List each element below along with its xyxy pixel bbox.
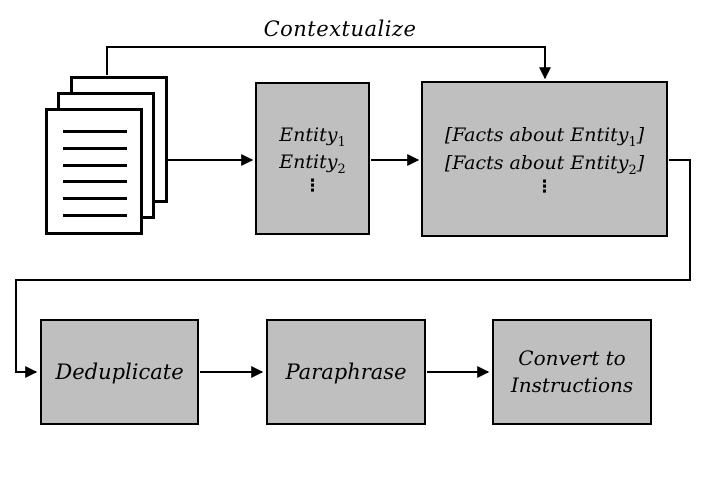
facts-line-1: [Facts about Entity1] — [444, 124, 645, 150]
document-page-front — [45, 108, 143, 235]
contextualize-label: Contextualize — [263, 17, 417, 41]
entities-box: Entity1 Entity2 ⋮ — [255, 82, 370, 235]
entities-ellipsis: ⋮ — [304, 175, 321, 196]
convert-to-instructions-box: Convert to Instructions — [492, 319, 652, 425]
paraphrase-label: Paraphrase — [285, 359, 407, 384]
deduplicate-label: Deduplicate — [55, 359, 184, 384]
facts-ellipsis: ⋮ — [536, 177, 553, 197]
entity-line-2: Entity2 — [279, 150, 346, 177]
facts-box: [Facts about Entity1] [Facts about Entit… — [421, 81, 668, 237]
convert-label-line1: Convert to — [518, 346, 626, 370]
deduplicate-box: Deduplicate — [40, 319, 199, 425]
convert-label-line2: Instructions — [510, 373, 634, 397]
entity-line-1: Entity1 — [279, 123, 346, 150]
facts-line-2: [Facts about Entity2] — [444, 152, 645, 178]
paraphrase-box: Paraphrase — [266, 319, 426, 425]
contextualize-arrow — [106, 46, 551, 80]
document-text-lines — [63, 130, 127, 217]
